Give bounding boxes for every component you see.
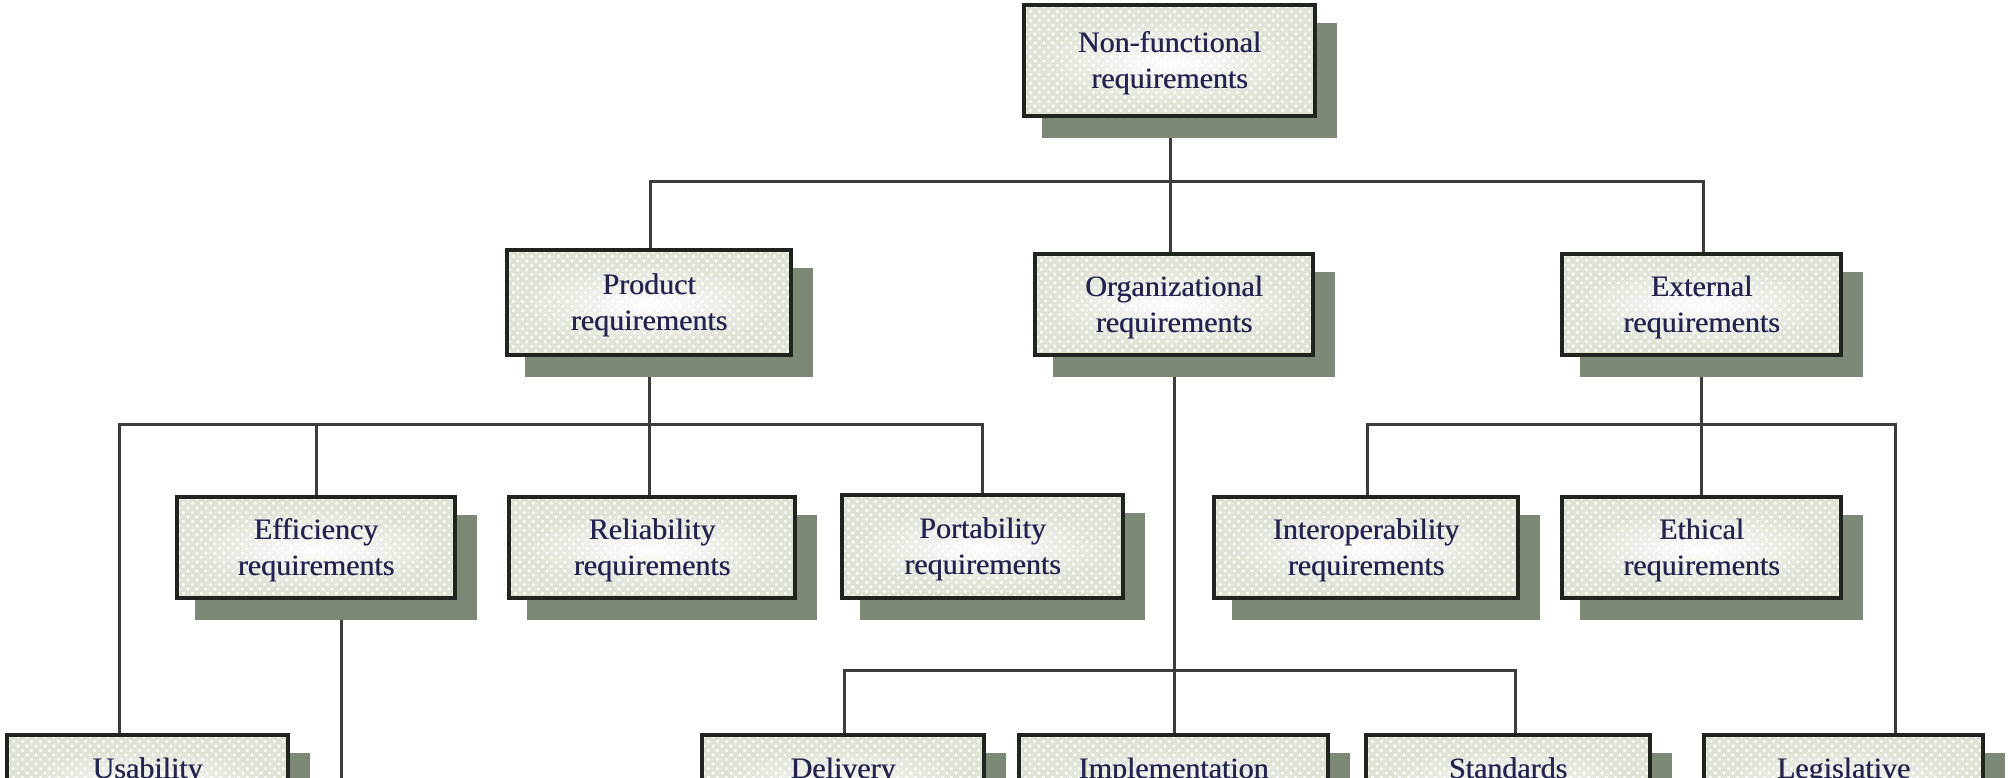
node-reliability-requirements: Reliability requirements xyxy=(507,495,797,600)
node-legislative-requirements: Legislative xyxy=(1702,733,1985,778)
connector-external-vertical xyxy=(1700,357,1703,495)
node-label-line1: Legislative xyxy=(1776,752,1911,778)
node-label-line1: Delivery xyxy=(790,752,896,778)
connector-external-horizontal xyxy=(1366,423,1897,426)
node-label-line1: Standards xyxy=(1448,752,1568,778)
node-label-line2: requirements xyxy=(1623,305,1780,339)
connector-efficiency-drop xyxy=(315,423,318,495)
node-label-line2: requirements xyxy=(1287,548,1445,582)
connector-external-drop xyxy=(1702,180,1705,252)
node-label-line2: requirements xyxy=(1623,548,1780,582)
node-ethical-requirements: Ethical requirements xyxy=(1560,495,1843,600)
node-interoperability-requirements: Interoperability requirements xyxy=(1212,495,1520,600)
node-organizational-requirements: Organizational requirements xyxy=(1033,252,1315,357)
node-label-line1: Efficiency xyxy=(253,512,379,546)
node-label-line2: requirements xyxy=(573,548,731,582)
node-label-line1: Usability xyxy=(92,752,203,778)
node-label-line1: Reliability xyxy=(588,512,716,546)
connector-root-horizontal xyxy=(649,180,1705,183)
node-portability-requirements: Portability requirements xyxy=(840,493,1125,600)
node-usability-requirements: Usability xyxy=(5,733,290,778)
connector-product-drop xyxy=(649,180,652,248)
node-label-line2: requirements xyxy=(904,547,1061,581)
connector-usability-drop xyxy=(118,423,121,733)
node-label-line1: Interoperability xyxy=(1272,512,1460,546)
node-standards-requirements: Standards xyxy=(1364,733,1652,778)
connector-portability-drop xyxy=(981,423,984,495)
node-label-line1: External xyxy=(1650,269,1753,303)
node-implementation-requirements: Implementation xyxy=(1017,733,1330,778)
node-label-line1: Product xyxy=(602,267,696,301)
connector-root-vertical xyxy=(1169,118,1172,252)
node-label-line1: Implementation xyxy=(1078,752,1269,778)
node-non-functional-requirements: Non-functional requirements xyxy=(1022,3,1317,118)
node-label-line2: requirements xyxy=(570,303,728,337)
connector-legislative-drop xyxy=(1894,423,1897,733)
node-label-line2: requirements xyxy=(1091,61,1248,95)
connector-organizational-horizontal xyxy=(843,669,1517,672)
connector-product-horizontal xyxy=(118,423,984,426)
node-label-line2: requirements xyxy=(1095,305,1253,339)
connector-interoperability-drop xyxy=(1366,423,1369,495)
connector-organizational-vertical xyxy=(1173,357,1176,733)
node-external-requirements: External requirements xyxy=(1560,252,1843,357)
connector-standards-drop xyxy=(1514,669,1517,733)
node-label-line1: Organizational xyxy=(1085,269,1263,303)
node-delivery-requirements: Delivery xyxy=(700,733,986,778)
node-label-line2: requirements xyxy=(237,548,395,582)
node-label-line1: Portability xyxy=(919,511,1046,545)
node-label-line1: Ethical xyxy=(1659,512,1744,546)
connector-efficiency-children xyxy=(340,598,343,778)
connector-product-vertical xyxy=(648,357,651,495)
node-efficiency-requirements: Efficiency requirements xyxy=(175,495,457,600)
node-label-line1: Non-functional xyxy=(1077,25,1262,59)
connector-delivery-drop xyxy=(843,669,846,733)
node-product-requirements: Product requirements xyxy=(505,248,793,357)
